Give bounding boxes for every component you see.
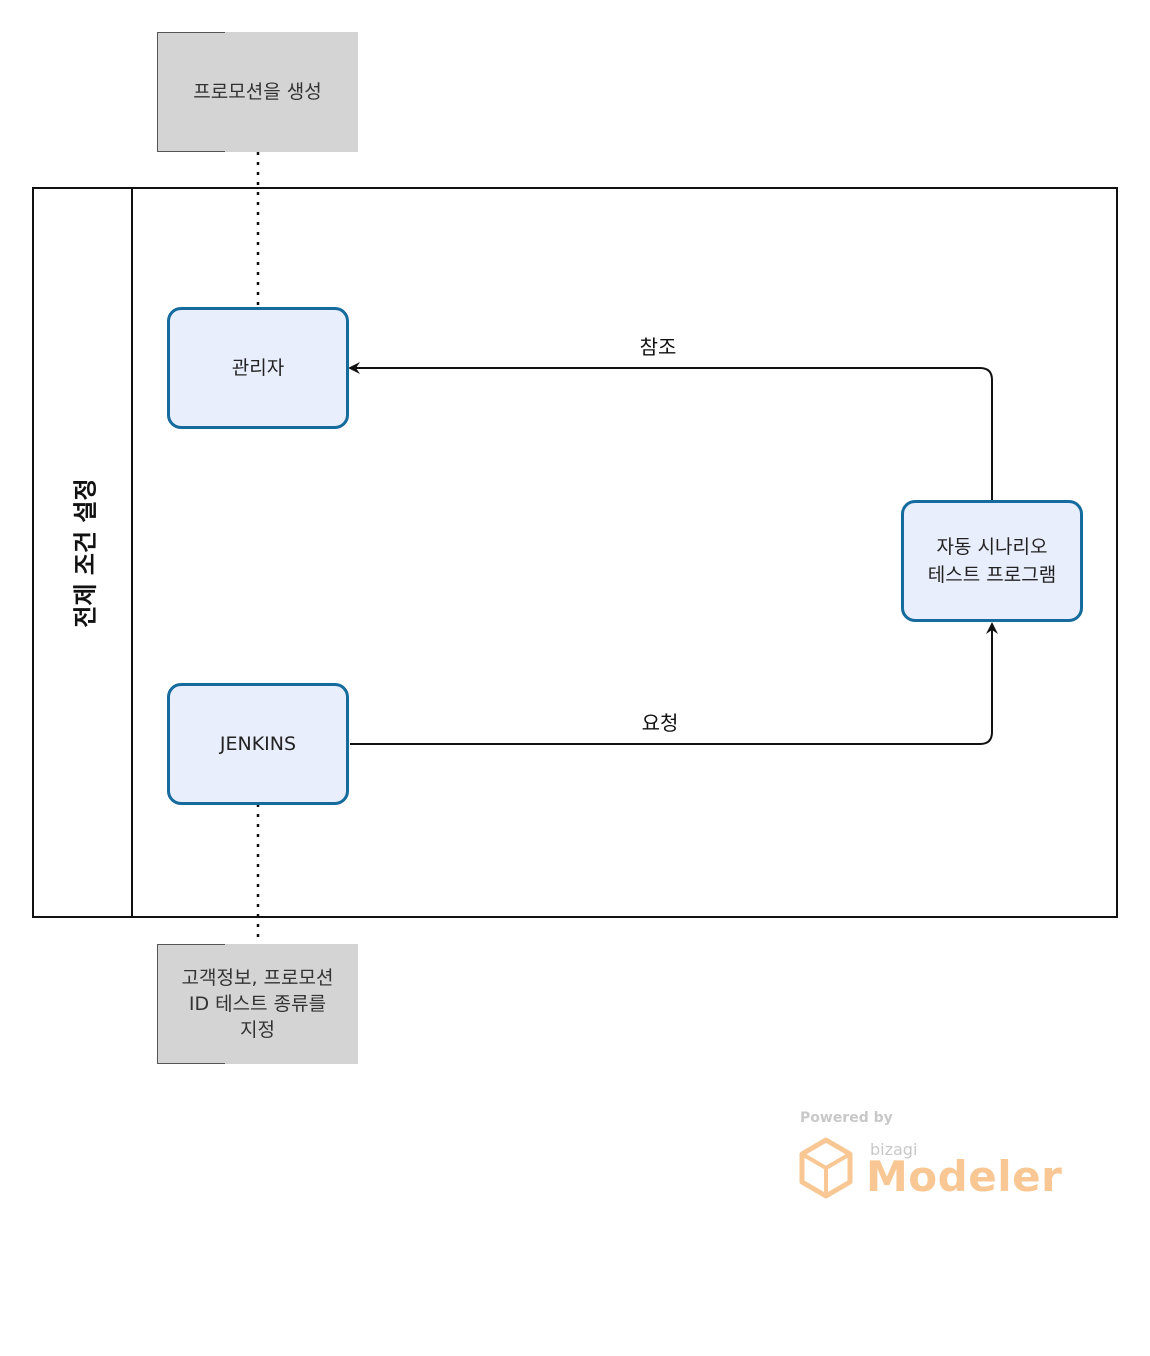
task-manager[interactable]: 관리자: [167, 307, 349, 429]
task-auto-test-line-1: 자동 시나리오: [936, 536, 1048, 558]
annotation-bottom-line-2: ID 테스트 종류를: [188, 993, 327, 1015]
task-jenkins[interactable]: JENKINS: [167, 683, 349, 805]
annotation-bottom-bracket: [157, 944, 225, 1064]
flow-request-label: 요청: [641, 711, 679, 735]
bizagi-logo-icon: [799, 1137, 853, 1199]
annotation-bottom-line-3: 지정: [240, 1019, 275, 1041]
flow-reference-line: [348, 362, 993, 500]
annotation-top: 프로모션을 생성: [157, 32, 358, 152]
task-jenkins-label: JENKINS: [219, 733, 297, 755]
annotation-top-bracket: [157, 32, 225, 152]
pool-title: 전제 조건 설정: [71, 477, 99, 628]
task-auto-test-label: 자동 시나리오 테스트 프로그램: [928, 533, 1056, 589]
annotation-bottom-text: 고객정보, 프로모션 ID 테스트 종류를 지정: [182, 965, 334, 1043]
flow-reference-label: 참조: [639, 335, 677, 359]
watermark-powered-by: Powered by: [800, 1110, 893, 1126]
watermark-brand: bizagi: [870, 1140, 918, 1159]
annotation-top-text: 프로모션을 생성: [193, 81, 322, 103]
bizagi-watermark: Powered by bizagi Modeler: [798, 1110, 1062, 1210]
task-auto-test-line-2: 테스트 프로그램: [927, 564, 1057, 586]
annotation-bottom: 고객정보, 프로모션 ID 테스트 종류를 지정: [157, 944, 358, 1064]
pool: 전제 조건 설정: [32, 187, 1118, 918]
task-auto-test-program[interactable]: 자동 시나리오 테스트 프로그램: [901, 500, 1083, 622]
task-manager-label: 관리자: [231, 357, 285, 379]
watermark-product: Modeler: [866, 1152, 1063, 1201]
flow-request-line: [350, 622, 998, 745]
annotation-bottom-line-1: 고객정보, 프로모션: [181, 967, 334, 989]
pool-header: 전제 조건 설정: [34, 189, 133, 916]
